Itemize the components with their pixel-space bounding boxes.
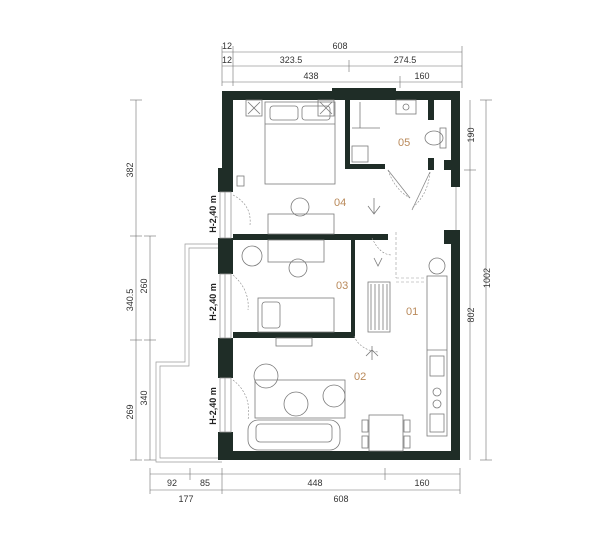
ceiling-height-room-04: H-2,40 m bbox=[208, 195, 218, 233]
room-labels: 05 04 03 01 02 bbox=[334, 137, 418, 383]
dim-left-382: 382 bbox=[125, 162, 135, 177]
dim-bottom-177: 177 bbox=[178, 494, 193, 504]
ceiling-height-room-02: H-2,40 m bbox=[208, 387, 218, 425]
room-label-04: 04 bbox=[334, 197, 346, 209]
dim-bottom-92: 92 bbox=[167, 478, 177, 488]
door-icon bbox=[232, 169, 431, 421]
sink-icon bbox=[351, 99, 417, 163]
dim-bottom-160: 160 bbox=[414, 478, 429, 488]
dim-top-438: 438 bbox=[303, 71, 318, 81]
dim-right-802: 802 bbox=[466, 307, 476, 322]
kitchen-counter-icon bbox=[426, 257, 448, 437]
plant-icon bbox=[365, 198, 383, 360]
furniture bbox=[236, 99, 448, 452]
dim-left-340: 340 bbox=[139, 390, 149, 405]
room-label-02: 02 bbox=[354, 371, 366, 383]
dim-left-269: 269 bbox=[125, 404, 135, 419]
dim-left-340-5: 340.5 bbox=[125, 289, 135, 312]
dimension-labels: 12 608 12 323.5 274.5 438 160 92 85 448 … bbox=[125, 41, 492, 504]
room-label-03: 03 bbox=[336, 280, 348, 292]
ceiling-height-room-03: H-2,40 m bbox=[208, 283, 218, 321]
dim-top-274-5: 274.5 bbox=[394, 55, 417, 65]
dim-top-12b: 12 bbox=[222, 55, 232, 65]
toilet-icon bbox=[424, 127, 447, 149]
dim-top-608: 608 bbox=[332, 41, 347, 51]
ceiling-height-labels: H-2,40 m H-2,40 m H-2,40 m bbox=[208, 195, 218, 425]
window-icon bbox=[219, 187, 457, 433]
sofa-icon bbox=[247, 419, 341, 451]
dim-right-190: 190 bbox=[466, 127, 476, 142]
dim-top-160: 160 bbox=[414, 71, 429, 81]
balcony-outline bbox=[155, 243, 222, 463]
room-label-01: 01 bbox=[406, 306, 418, 318]
dining-table-icon bbox=[361, 414, 411, 452]
bed-icon bbox=[245, 99, 336, 185]
dim-right-1002: 1002 bbox=[482, 268, 492, 288]
dim-bottom-608: 608 bbox=[333, 494, 348, 504]
door-leaves bbox=[387, 169, 431, 211]
room-label-05: 05 bbox=[398, 137, 410, 149]
dim-top-12a: 12 bbox=[222, 41, 232, 51]
walls bbox=[218, 88, 460, 460]
dim-left-260: 260 bbox=[139, 278, 149, 293]
dim-bottom-448: 448 bbox=[307, 478, 322, 488]
kitchen-boundary bbox=[395, 232, 426, 283]
dimension-lines bbox=[130, 46, 492, 494]
dim-bottom-85: 85 bbox=[200, 478, 210, 488]
dim-top-323-5: 323.5 bbox=[280, 55, 303, 65]
